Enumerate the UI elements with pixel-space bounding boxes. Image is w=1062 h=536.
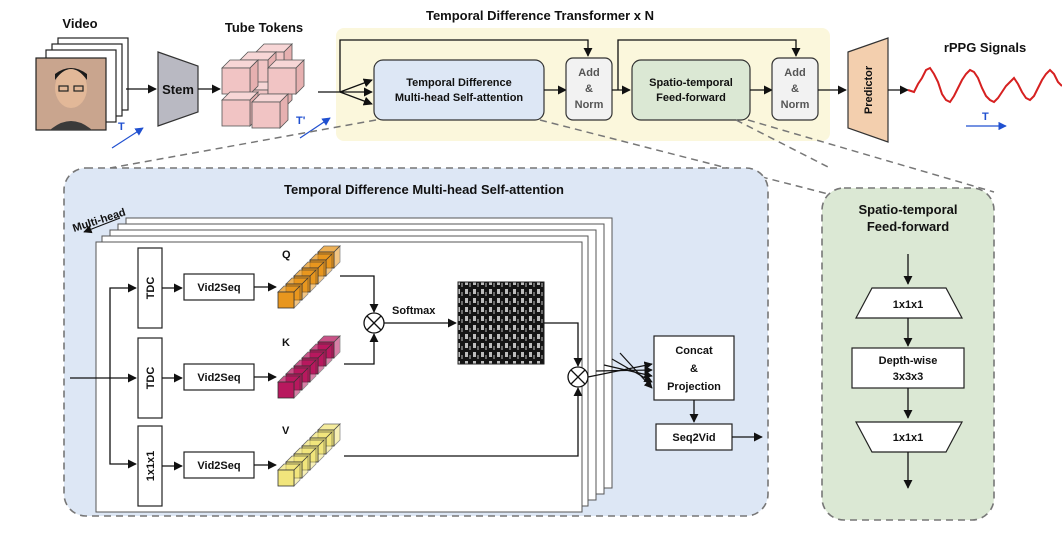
heads-to-concat-arrows [587,352,653,389]
zoom-connector-attn-right [539,119,837,197]
zoom-connector-ff-left [735,119,831,169]
tube-tokens [221,43,305,129]
video-label: Video [62,16,97,31]
vid2seq-k-label: Vid2Seq [197,372,240,384]
seq2vid-block [655,423,733,451]
vid2seq-k-block [183,363,255,391]
attention-map [457,281,545,365]
ff-depthwise-block [851,347,965,389]
ff-depthwise-line1: Depth-wise [879,355,938,367]
add-norm-1-norm: Norm [575,99,604,111]
vid2seq-q-label: Vid2Seq [197,282,240,294]
matmul-qk-symbol [363,312,385,334]
tdc-top-label: TDC [145,277,157,300]
v-label: V [282,425,290,437]
input-branches [70,283,137,469]
ff-conv-top-label: 1x1x1 [893,299,924,311]
add-norm-2-norm: Norm [781,99,810,111]
multi-head-arrow [83,217,121,234]
skip-connection-2 [617,39,801,90]
vid2seq-v-label: Vid2Seq [197,460,240,472]
add-norm-2-block [771,57,819,121]
concat-label-line3: Projection [667,381,721,393]
seq2vid-label: Seq2Vid [672,432,715,444]
ff-depthwise-line2: 3x3x3 [893,371,924,383]
concat-projection-block [653,335,735,401]
rppg-signal-wave [907,66,1062,104]
conv-1x1x1-block [137,425,163,507]
zoom-connector-ff-right [747,119,995,193]
ff-conv-bottom-block [855,421,963,453]
time-axis-arrow-video [111,127,144,149]
vid2seq-q-block [183,273,255,301]
add-norm-1-add: Add [578,67,599,79]
concat-label-line2: & [690,363,698,375]
td-mhsa-block [373,59,545,121]
time-axis-arrow-tokens [299,117,331,139]
head-stack [95,217,613,513]
time-label-video: T [118,121,125,133]
add-norm-1-amp: & [585,83,593,95]
concat-label-line1: Concat [675,345,713,357]
ff-panel-title-line2: Feed-forward [867,219,949,234]
ff-conv-top-block [855,287,963,319]
stem-block [157,51,199,127]
attention-panel-title: Temporal Difference Multi-head Self-atte… [284,182,564,197]
zoom-connector-attn-left [109,119,377,169]
add-norm-2-amp: & [791,83,799,95]
predictor-label: Predictor [863,65,875,114]
predictor-block [847,37,889,143]
tdc-top-block [137,247,163,329]
add-norm-2-add: Add [784,67,805,79]
time-label-signal: T [982,111,989,123]
softmax-label: Softmax [392,305,436,317]
q-label: Q [282,249,291,261]
k-label: K [282,337,290,349]
tdc-mid-label: TDC [145,367,157,390]
stem-label: Stem [162,82,194,97]
conv-1x1x1-label: 1x1x1 [145,451,157,482]
video-frames [35,37,129,131]
ff-conv-bottom-label: 1x1x1 [893,432,924,444]
rppg-label: rPPG Signals [944,40,1026,55]
time-label-tokens: T' [296,115,306,127]
stff-block [631,59,751,121]
tdc-mid-block [137,337,163,419]
stff-label-line2: Feed-forward [656,92,726,104]
transformer-title: Temporal Difference Transformer x N [426,8,654,23]
vid2seq-v-block [183,451,255,479]
td-mhsa-label-line1: Temporal Difference [406,77,512,89]
tube-tokens-label: Tube Tokens [225,20,303,35]
token-to-attention-arrows [318,39,593,106]
td-mhsa-label-line2: Multi-head Self-attention [395,92,524,104]
matmul-av-symbol [567,366,589,388]
stff-label-line1: Spatio-temporal [649,77,733,89]
add-norm-1-block [565,57,613,121]
ff-panel-title-line1: Spatio-temporal [859,202,958,217]
